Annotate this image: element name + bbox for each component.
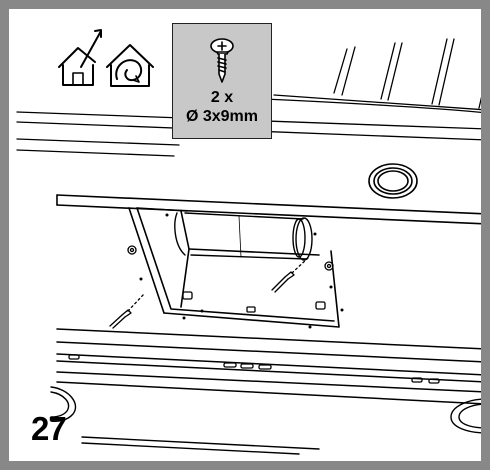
lower-fitting-right	[450, 398, 481, 434]
house-recirculation-icon	[106, 44, 154, 87]
housing-edge	[56, 194, 481, 225]
step-number: 27	[31, 410, 67, 447]
lower-fitting-left	[50, 386, 77, 423]
installation-drawing	[16, 29, 481, 455]
step-underline	[81, 436, 320, 455]
fan-motor	[174, 212, 313, 261]
duct-bracket	[128, 207, 340, 328]
screw-holes	[127, 245, 334, 313]
screw-quantity: 2 x	[210, 89, 234, 106]
vent-slats	[333, 38, 481, 109]
lower-vents	[68, 354, 440, 384]
house-exhaust-icon	[58, 29, 102, 86]
screw-size: Ø 3x9mm	[185, 108, 259, 125]
round-fitting	[368, 163, 418, 199]
dots	[139, 213, 344, 329]
screw-icon	[210, 38, 234, 83]
mounting-screw-left	[109, 293, 145, 329]
screw-spec-box: 2 x Ø 3x9mm	[172, 23, 272, 139]
lower-panel	[56, 328, 481, 405]
screw-spec-text: 2 x Ø 3x9mm	[173, 88, 271, 126]
mounting-screw-right	[271, 256, 310, 293]
